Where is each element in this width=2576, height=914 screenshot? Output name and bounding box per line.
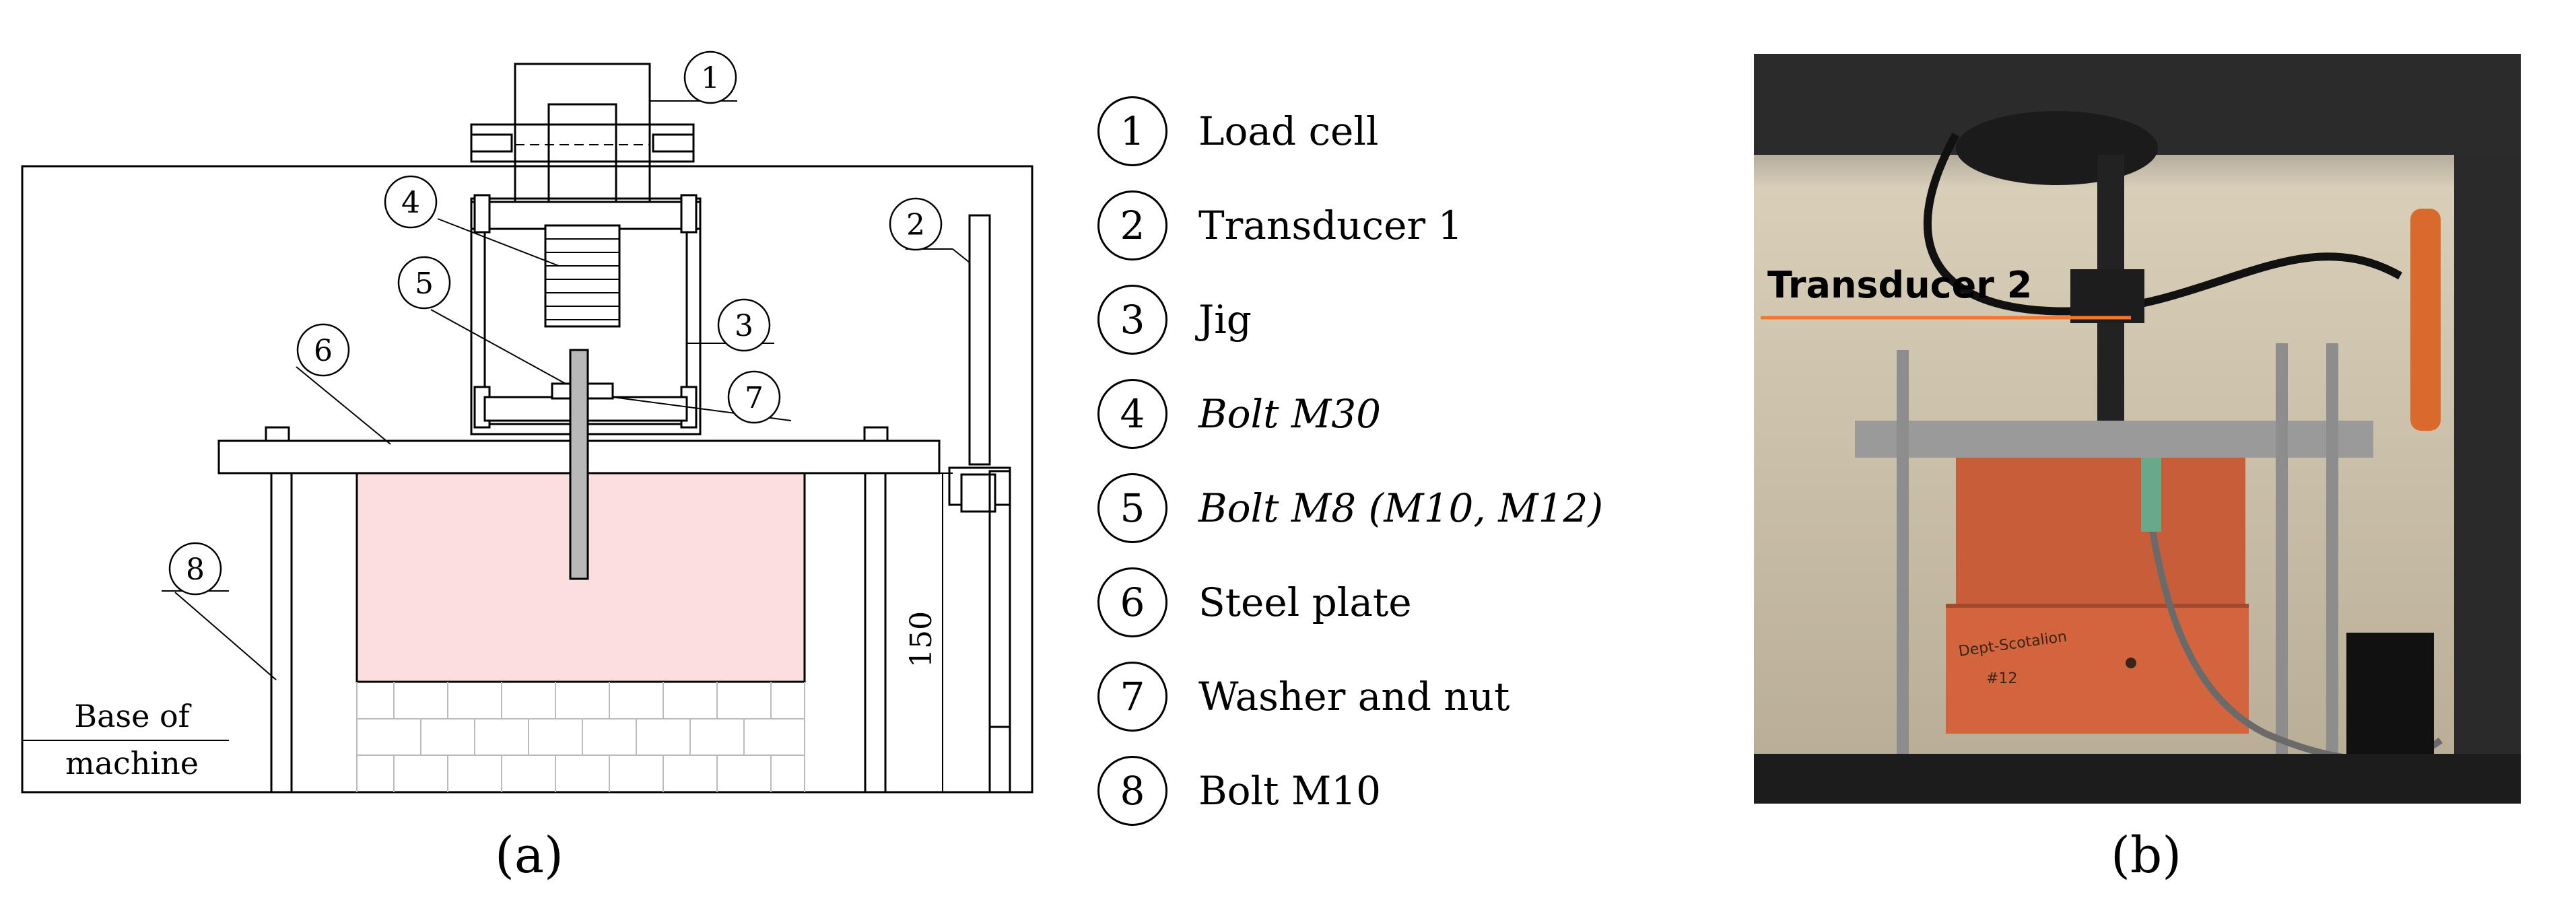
brick-marking-2: #12 [1986, 670, 2017, 687]
plate-nut-right [863, 426, 889, 442]
support-bolt-right [864, 472, 887, 794]
legend-item-number: 2 [1097, 190, 1167, 260]
base-label-line-1: Base of [74, 698, 191, 734]
support-bolt-left [270, 472, 293, 794]
jig-right-bolt-top [680, 194, 698, 234]
photo-threaded-rod-right-2 [2326, 343, 2338, 754]
jig-top-plate [470, 201, 702, 230]
right-side-panel [2454, 155, 2521, 761]
transducer-1-body [968, 214, 991, 466]
panel-b-photo: Dept-Scotalion #12 Transducer 2 [1754, 54, 2521, 804]
dimension-value: 150 [904, 611, 939, 668]
legend-item: 4 Bolt M30 [1097, 367, 1676, 461]
panel-a-label: (a) [495, 827, 564, 884]
callout-1-circle [683, 50, 737, 104]
photo-threaded-rod-right [2276, 343, 2288, 754]
photo-brick-bottom [1946, 606, 2249, 734]
machine-frame [21, 165, 1033, 794]
callout-4: 4 [401, 186, 420, 220]
legend-item-label: Steel plate [1198, 579, 1412, 625]
transducer-2-clamp [2070, 269, 2144, 323]
legend-item: 8 Bolt M10 [1097, 744, 1676, 838]
legend-item-label: Transducer 1 [1198, 203, 1463, 248]
callout-6: 6 [314, 334, 333, 368]
legend-item: 5 Bolt M8 (M10, M12) [1097, 461, 1676, 555]
legend-item-label: Washer and nut [1198, 674, 1510, 719]
masonry-grid [356, 682, 805, 792]
bolt-m8 [569, 349, 589, 580]
photo-brick-top [1956, 458, 2245, 606]
callout-7: 7 [745, 381, 764, 415]
load-cell-left-ear [470, 133, 513, 153]
legend-item: 3 Jig [1097, 273, 1676, 367]
callout-4-circle [384, 175, 438, 229]
base-label-line-2: machine [65, 745, 199, 781]
callout-3-circle [717, 298, 771, 352]
callout-3: 3 [735, 309, 753, 343]
legend-item-label: Load cell [1198, 108, 1379, 154]
legend-item-label: Bolt M8 (M10, M12) [1198, 485, 1604, 531]
callout-2: 2 [906, 208, 925, 242]
panel-a-drawing: 1 2 3 4 5 6 7 8 150 Base of machine [21, 50, 1033, 794]
callout-6-circle [296, 323, 350, 377]
load-cell-flange [470, 123, 695, 163]
machine-crosshead [1956, 111, 2158, 185]
photo-steel-plate [1855, 421, 2373, 458]
photo-threaded-rod-left [1897, 350, 1909, 754]
brick-hole [2126, 658, 2136, 668]
callout-circles [168, 50, 943, 596]
load-cell-right-ear [652, 133, 695, 153]
callout-8-circle [168, 542, 222, 596]
orange-transducer [2410, 209, 2441, 431]
transducer-2-label: Transducer 2 [1767, 264, 2033, 306]
legend-item-number: 8 [1097, 756, 1167, 826]
jig-left-bolt-top [473, 194, 491, 234]
legend-item-label: Bolt M10 [1198, 768, 1382, 814]
legend-item: 2 Transducer 1 [1097, 178, 1676, 273]
callout-5-circle [397, 256, 451, 310]
plate-nut-left [265, 426, 290, 442]
legend-item-number: 5 [1097, 473, 1167, 543]
legend-item-label: Bolt M30 [1198, 391, 1382, 437]
panel-b-label: (b) [2111, 827, 2182, 884]
callout-2-circle [889, 197, 943, 251]
magnetic-base [2346, 633, 2434, 754]
callout-1: 1 [701, 61, 720, 96]
legend-item-number: 3 [1097, 285, 1167, 355]
callout-5: 5 [415, 267, 434, 301]
photo-base [1754, 754, 2521, 804]
legend-item: 7 Washer and nut [1097, 649, 1676, 744]
bolt-m30 [544, 224, 621, 328]
legend-item-number: 4 [1097, 379, 1167, 449]
legend-item: 6 Steel plate [1097, 555, 1676, 649]
green-clip [2141, 458, 2161, 532]
callout-7-circle [727, 370, 781, 424]
legend-item-number: 6 [1097, 567, 1167, 637]
callout-8: 8 [186, 553, 205, 587]
legend-item-number: 1 [1097, 96, 1167, 166]
legend-item-label: Jig [1198, 297, 1252, 343]
transducer-1-base [988, 726, 1011, 794]
legend-item: 1 Load cell [1097, 84, 1676, 178]
legend-item-number: 7 [1097, 662, 1167, 732]
